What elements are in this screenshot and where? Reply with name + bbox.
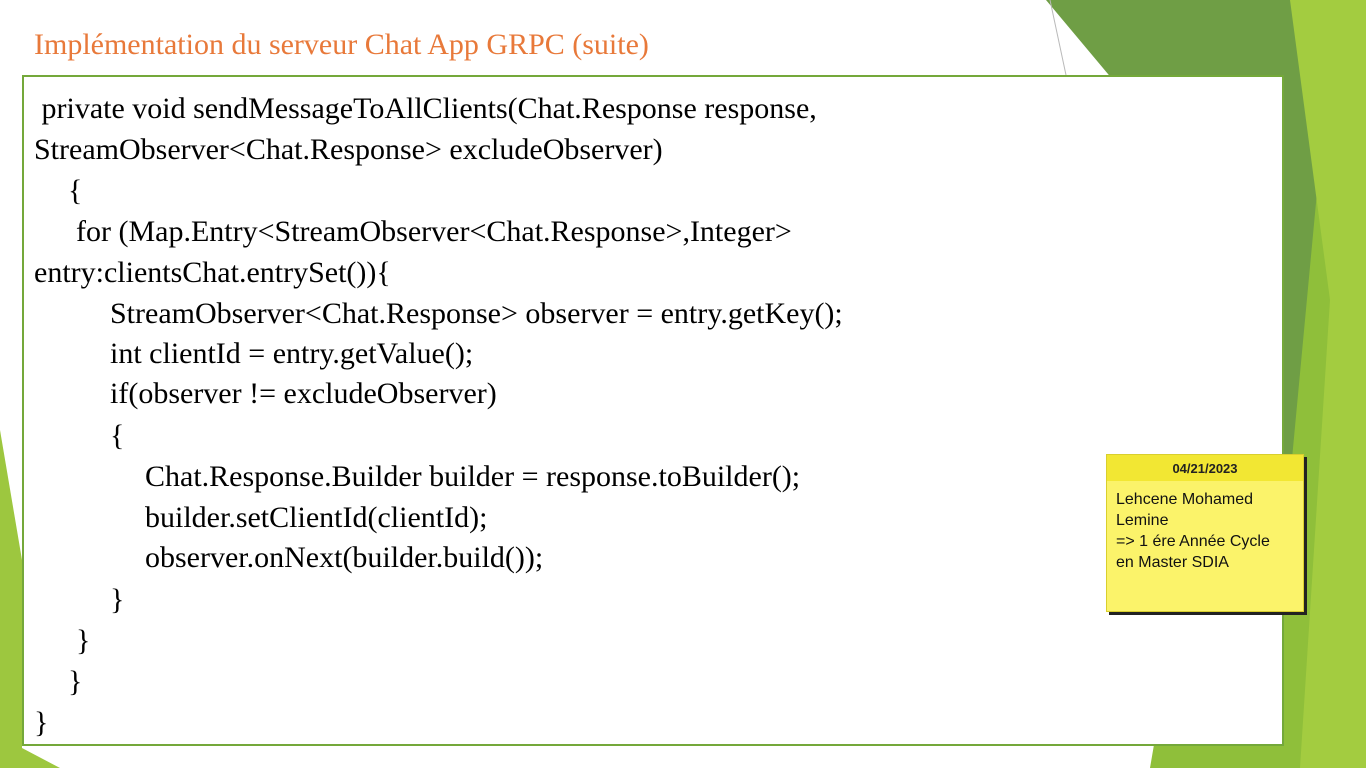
sticky-note-line: Lehcene Mohamed — [1116, 491, 1253, 508]
code-box: private void sendMessageToAllClients(Cha… — [22, 75, 1284, 746]
sticky-note-line: => 1 ére Année Cycle — [1116, 533, 1270, 550]
code-line: } — [110, 583, 125, 616]
sticky-note-body: Lehcene Mohamed Lemine => 1 ére Année Cy… — [1107, 481, 1303, 573]
code-line: Chat.Response.Builder builder = response… — [145, 460, 801, 493]
thin-line — [1049, 0, 1067, 76]
code-line: builder.setClientId(clientId); — [145, 501, 488, 534]
green-shape-left — [0, 430, 22, 768]
code-line: } — [34, 706, 49, 739]
code-line: { — [68, 174, 83, 207]
code-line: StreamObserver<Chat.Response> observer =… — [110, 297, 843, 330]
code-line: } — [76, 624, 91, 657]
code-line: for (Map.Entry<StreamObserver<Chat.Respo… — [76, 215, 792, 248]
code-line: { — [110, 419, 125, 452]
sticky-note-date: 04/21/2023 — [1107, 455, 1303, 481]
slide-title: Implémentation du serveur Chat App GRPC … — [34, 28, 649, 61]
code-line: if(observer != excludeObserver) — [110, 377, 497, 410]
green-shape-bottom — [22, 748, 60, 768]
sticky-note-line: Lemine — [1116, 512, 1169, 529]
sticky-note[interactable]: 04/21/2023 Lehcene Mohamed Lemine => 1 é… — [1106, 454, 1304, 612]
code-line: int clientId = entry.getValue(); — [110, 337, 474, 370]
code-line: StreamObserver<Chat.Response> excludeObs… — [34, 133, 663, 166]
code-line: observer.onNext(builder.build()); — [145, 541, 544, 574]
code-line: entry:clientsChat.entrySet()){ — [34, 256, 391, 289]
code-line: private void sendMessageToAllClients(Cha… — [34, 92, 817, 125]
green-shape-right-edge — [1290, 0, 1366, 768]
sticky-note-line: en Master SDIA — [1116, 554, 1229, 571]
code-line: } — [68, 665, 83, 698]
